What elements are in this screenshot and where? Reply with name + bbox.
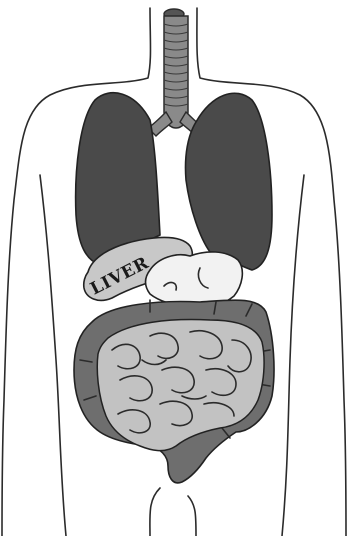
right-lung bbox=[185, 93, 272, 270]
trachea bbox=[148, 9, 204, 136]
